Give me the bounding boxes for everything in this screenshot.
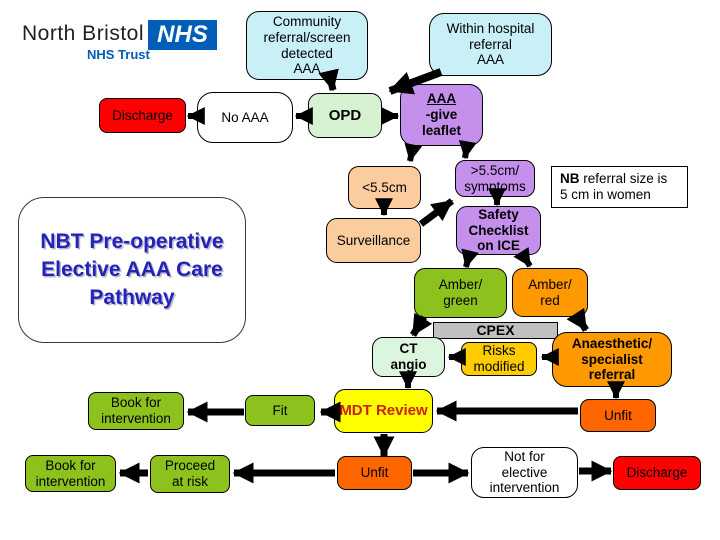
node-proceed-at-risk: Proceed at risk bbox=[150, 455, 230, 493]
node-risks-modified: Risks modified bbox=[461, 342, 537, 376]
node-over-5-5cm: >5.5cm/ symptoms bbox=[455, 160, 535, 197]
node-not-for-elective: Not for elective intervention bbox=[471, 447, 578, 498]
aaa-underlined: AAA bbox=[426, 91, 457, 107]
node-fit: Fit bbox=[245, 395, 315, 426]
note-nb: NB bbox=[560, 171, 580, 187]
node-unfit-bottom: Unfit bbox=[337, 456, 412, 490]
node-aaa-give-leaflet: AAA -give leaflet bbox=[400, 84, 483, 146]
pathway-title-box: NBT Pre-operative Elective AAA Care Path… bbox=[18, 197, 246, 343]
node-within-hospital-referral: Within hospital referral AAA bbox=[429, 13, 552, 76]
node-book-intervention-top: Book for intervention bbox=[88, 392, 184, 430]
node-ct-angio: CT angio bbox=[372, 337, 445, 377]
node-book-intervention-bottom: Book for intervention bbox=[25, 455, 116, 492]
nhs-logo-orgname: North Bristol bbox=[22, 22, 145, 45]
node-amber-green: Amber/ green bbox=[414, 268, 507, 318]
note-text: referral size is 5 cm in women bbox=[560, 171, 668, 202]
node-amber-red: Amber/ red bbox=[512, 268, 588, 317]
node-surveillance: Surveillance bbox=[326, 218, 421, 263]
node-discharge-bottom: Discharge bbox=[613, 456, 701, 490]
node-opd: OPD bbox=[308, 93, 382, 138]
node-discharge-top: Discharge bbox=[99, 98, 186, 133]
node-cpex: CPEX bbox=[433, 322, 558, 339]
nhs-logo-icon: NHS bbox=[148, 20, 217, 50]
note-referral-size: NB referral size is 5 cm in women bbox=[551, 166, 688, 208]
node-no-aaa: No AAA bbox=[197, 92, 293, 143]
node-community-referral: Community referral/screen detected AAA bbox=[246, 11, 368, 80]
node-mdt-review: MDT Review bbox=[334, 389, 433, 433]
node-safety-checklist: Safety Checklist on ICE bbox=[456, 206, 541, 255]
nhs-logo-trust: NHS Trust bbox=[87, 47, 150, 62]
node-anaesthetic-referral: Anaesthetic/ specialist referral bbox=[552, 332, 672, 387]
node-unfit-right: Unfit bbox=[580, 399, 656, 432]
node-under-5-5cm: <5.5cm bbox=[348, 166, 421, 209]
pathway-title: NBT Pre-operative Elective AAA Care Path… bbox=[40, 230, 224, 309]
